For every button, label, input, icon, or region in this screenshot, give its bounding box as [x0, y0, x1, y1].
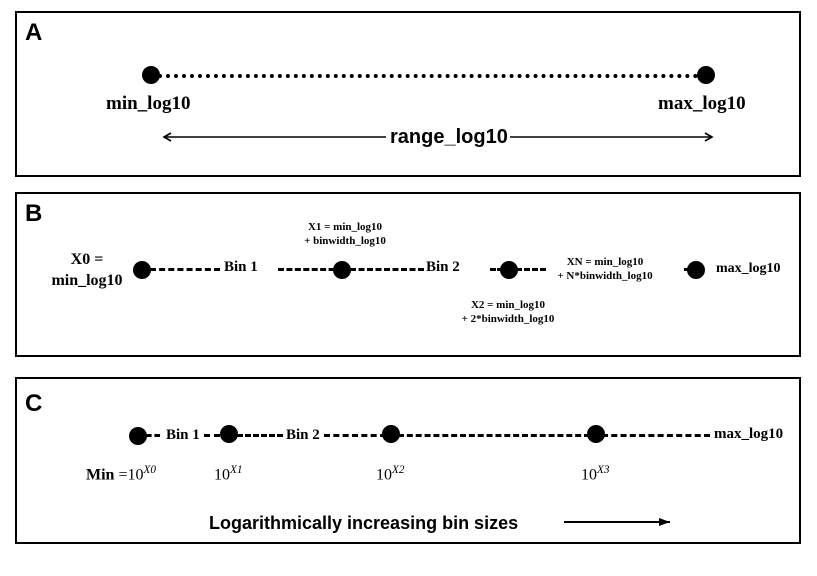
panel-a-dotted-line — [158, 74, 706, 78]
panel-c-exp0: X0 — [143, 464, 156, 476]
panel-c-point-3 — [587, 425, 605, 443]
panel-c-point-0 — [129, 427, 147, 445]
panel-c-dashed-segment-4 — [324, 434, 386, 437]
panel-c-tick-1: 10X1 — [214, 464, 242, 484]
panel-a-min-label: min_log10 — [106, 93, 191, 114]
panel-a-max-point — [697, 66, 715, 84]
panel-c-dashed-segment-1 — [146, 434, 160, 437]
panel-a — [15, 11, 801, 177]
panel-b-x1-line1: X1 = min_log10 — [307, 221, 383, 233]
panel-a-max-label: max_log10 — [658, 93, 746, 114]
panel-c-dashed-segment-2 — [204, 434, 220, 437]
panel-c-base-1: 10 — [214, 466, 230, 484]
panel-c-exp2: X2 — [392, 464, 405, 476]
panel-b-point-x1 — [333, 261, 351, 279]
panel-b-x1-line2: + binwidth_log10 — [304, 235, 386, 247]
panel-b-x0-line1: X0 = — [70, 251, 104, 268]
panel-b-xn-line1: XN = min_log10 — [566, 256, 644, 268]
panel-c-max-label: max_log10 — [714, 426, 784, 442]
panel-a-range-label: range_log10 — [390, 126, 508, 148]
panel-c-bin2-label: Bin 2 — [286, 427, 320, 443]
panel-b-point-x2 — [500, 261, 518, 279]
panel-c-min-prefix: Min — [86, 466, 115, 484]
panel-b-max-label: max_log10 — [716, 261, 781, 276]
panel-c-caption: Logarithmically increasing bin sizes — [209, 513, 519, 533]
panel-b-dashed-segment-5 — [516, 268, 546, 271]
panel-b-bin2-label: Bin 2 — [426, 259, 460, 275]
panel-c-label: C — [25, 390, 43, 417]
panel-c-tick-2: 10X2 — [376, 464, 404, 484]
panel-c-bin1-label: Bin 1 — [166, 427, 200, 443]
panel-c-base-3: 10 — [581, 466, 597, 484]
panel-c-min-eq: =10 — [114, 466, 144, 484]
panel-b-x2-line2: + 2*binwidth_log10 — [461, 313, 555, 325]
panel-c-dashed-segment-6 — [602, 434, 710, 437]
panel-b-x0-line2: min_log10 — [51, 272, 123, 289]
panel-c-dashed-segment-3 — [237, 434, 283, 437]
panel-c-min-label: Min =10X0 — [86, 464, 156, 484]
panel-c-tick-3: 10X3 — [581, 464, 609, 484]
panel-b-dashed-segment-3 — [350, 268, 424, 271]
panel-c — [15, 377, 801, 544]
panel-c-point-2 — [382, 425, 400, 443]
panel-c-base-2: 10 — [376, 466, 392, 484]
panel-c-dashed-segment-5 — [398, 434, 590, 437]
panel-a-label: A — [25, 19, 43, 46]
panel-b-x2-line1: X2 = min_log10 — [470, 299, 546, 311]
panel-c-point-1 — [220, 425, 238, 443]
panel-b-dashed-segment-1 — [150, 268, 220, 271]
panel-b-label: B — [25, 200, 43, 227]
panel-c-exp1: X1 — [230, 464, 243, 476]
panel-c-exp3: X3 — [597, 464, 610, 476]
panel-b-xn-line2: + N*binwidth_log10 — [557, 270, 653, 282]
panel-b-point-x0 — [133, 261, 151, 279]
panel-a-min-point — [142, 66, 160, 84]
panel-b-bin1-label: Bin 1 — [224, 259, 258, 275]
panel-b-dashed-segment-2 — [278, 268, 343, 271]
panel-b-point-xn — [687, 261, 705, 279]
